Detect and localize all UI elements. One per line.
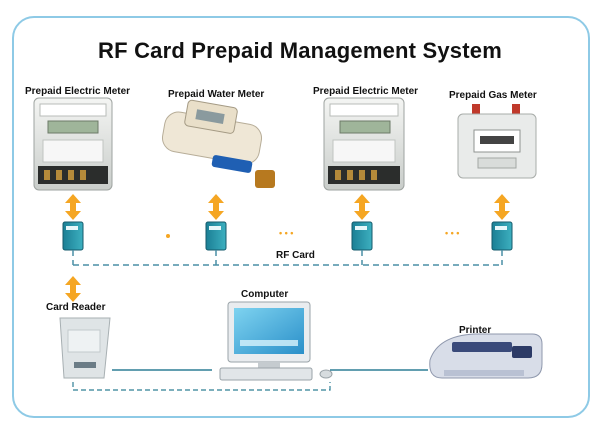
separator-dot — [166, 234, 170, 238]
rf-card-label: RF Card — [276, 250, 315, 261]
diagram-title: RF Card Prepaid Management System — [98, 38, 502, 63]
meter-card-arrows — [65, 194, 510, 220]
gas-meter-icon — [457, 104, 537, 179]
meter-label-electric-2: Prepaid Electric Meter — [313, 86, 419, 97]
meter-label-gas: Prepaid Gas Meter — [449, 90, 537, 101]
reader-arrow — [65, 276, 81, 302]
computer-label: Computer — [241, 289, 289, 300]
water-meter-icon — [161, 99, 275, 188]
ellipsis-1: • • • — [279, 228, 294, 238]
card-reader-label: Card Reader — [46, 302, 106, 313]
meter-label-electric-1: Prepaid Electric Meter — [25, 86, 131, 97]
computer-icon — [219, 301, 333, 381]
ellipsis-2: • • • — [445, 228, 460, 238]
rf-card-icons — [62, 221, 513, 251]
meter-label-water: Prepaid Water Meter — [168, 89, 265, 100]
electric-meter-1-icon — [33, 97, 113, 191]
card-reader-icon — [59, 317, 111, 379]
printer-label: Printer — [459, 325, 492, 336]
electric-meter-2-icon — [323, 97, 405, 191]
printer-icon — [429, 333, 543, 379]
bottom-dashed-link — [72, 382, 331, 391]
rf-card-dashed-line — [72, 250, 503, 266]
